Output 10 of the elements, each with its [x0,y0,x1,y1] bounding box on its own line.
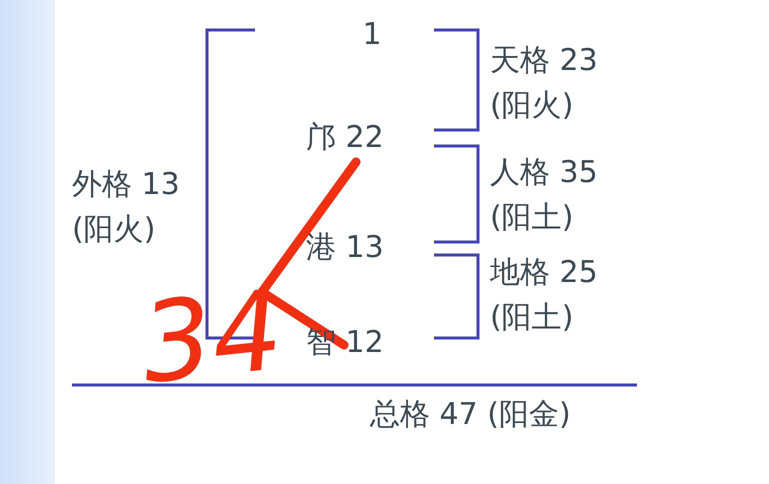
grid-label: 地格 25 (阳土) [490,254,599,337]
total-grid-label: 总格 47 (阳金) [370,396,572,434]
number-label: 1 [361,16,383,54]
handwritten-number: 34 [136,265,288,409]
grid-label: 外格 13 (阳火) [72,166,181,249]
grid-label: 天格 23 (阳火) [490,42,599,125]
name-character: 邝 22 [306,119,385,157]
name-character: 智 12 [306,324,385,362]
grid-label: 人格 35 (阳土) [490,154,599,237]
name-character: 港 13 [306,229,385,267]
